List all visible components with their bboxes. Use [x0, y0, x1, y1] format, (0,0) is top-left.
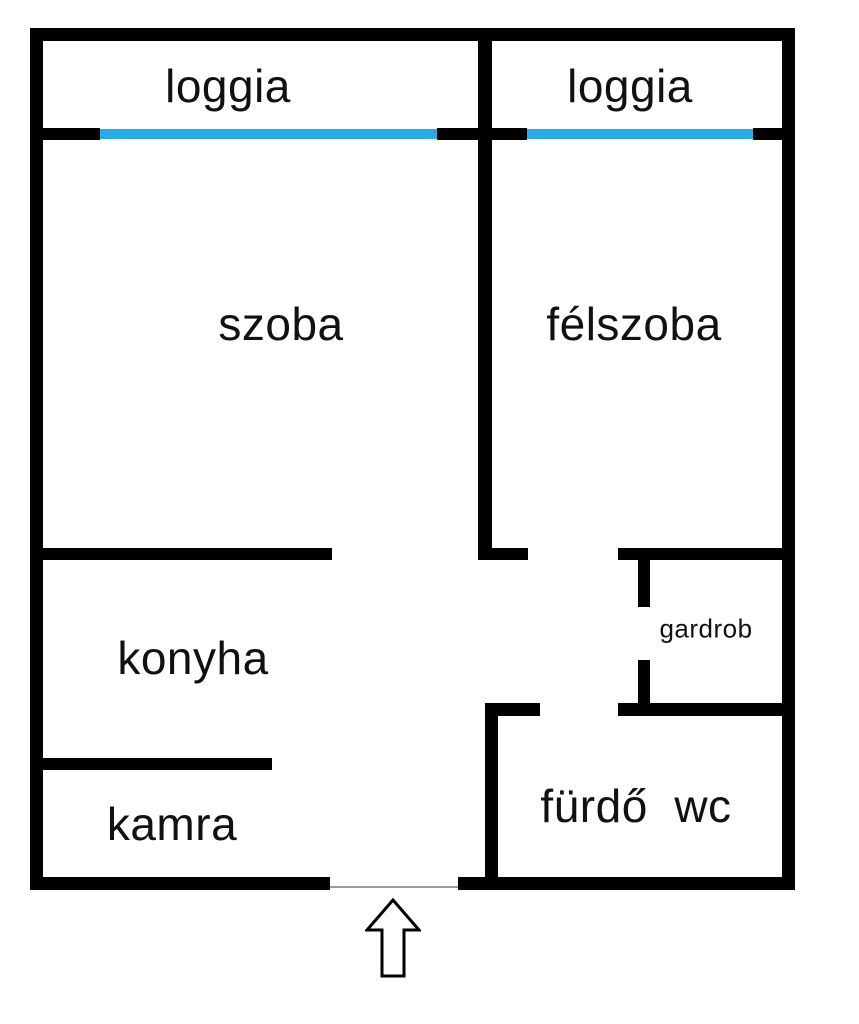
wall-outer-right [782, 28, 795, 890]
wall-loggia-left-b [437, 128, 478, 140]
wall-loggia-right-a [492, 128, 527, 140]
room-label-szoba: szoba [218, 298, 344, 350]
window-loggia-right [527, 129, 753, 139]
wall-gardrob-top [618, 548, 795, 560]
wall-loggia-left-a [30, 128, 100, 140]
room-label-loggia-left: loggia [165, 60, 291, 112]
wall-mid-left [30, 548, 332, 560]
wall-outer-top [30, 28, 795, 41]
wall-furdo-top-left [485, 703, 540, 716]
room-label-loggia-right: loggia [567, 60, 693, 112]
wall-gardrob-left-lower [638, 660, 650, 706]
wall-loggia-right-b [753, 128, 795, 140]
wall-outer-bottom-left [30, 877, 330, 890]
wall-outer-left [30, 28, 43, 890]
window-loggia-left [100, 129, 437, 139]
wall-furdo-left [485, 703, 498, 890]
entrance-arrow [363, 897, 423, 978]
room-label-gardrob: gardrob [659, 613, 753, 644]
wall-center-vertical [478, 28, 492, 560]
entrance-threshold [330, 886, 458, 888]
room-label-konyha: konyha [117, 632, 269, 684]
room-label-felszoba: félszoba [546, 298, 722, 350]
room-label-furdo-wc: fürdő wc [540, 780, 732, 832]
room-label-kamra: kamra [106, 798, 238, 850]
wall-gardrob-bottom [618, 703, 795, 716]
wall-outer-bottom-right [458, 877, 795, 890]
entrance-arrow-shape [363, 897, 423, 978]
wall-kamra-top [30, 758, 272, 770]
wall-mid-center-stub [478, 548, 528, 560]
wall-gardrob-left-upper [638, 560, 650, 607]
